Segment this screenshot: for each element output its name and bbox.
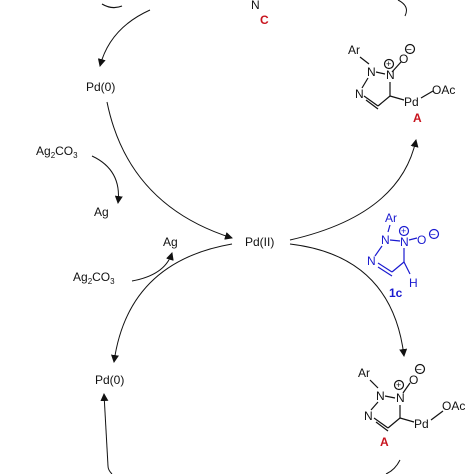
complex-a-bottom-n1: N (376, 389, 385, 403)
bond (374, 245, 383, 257)
pd0-bottom: Pd(0) (95, 373, 124, 387)
bond (361, 77, 369, 89)
bond (402, 382, 411, 394)
bond (375, 71, 386, 75)
complex-a-bottom-minus: − (416, 365, 422, 376)
complex-a-top-ar: Ar (348, 43, 360, 57)
bond (377, 262, 393, 273)
bond (408, 237, 418, 241)
bond (365, 99, 379, 110)
substrate-1c-n1: N (381, 233, 390, 247)
bond (391, 261, 405, 273)
bond (370, 401, 379, 411)
label-1c: 1c (389, 286, 403, 300)
bond (363, 95, 379, 107)
top-fragment-n: N (251, 0, 260, 12)
bond (359, 56, 370, 65)
arc-ag2co3-to-ag (91, 155, 123, 204)
bond (377, 95, 391, 107)
bond (387, 224, 391, 233)
substrate-1c-n2: N (400, 235, 409, 249)
pd2-center: Pd(II) (245, 235, 274, 249)
complex-a-top: Ar N + N O − N Pd OAc A (348, 43, 455, 125)
complex-a-top-pd: Pd (404, 95, 419, 109)
arc-bottom-complex-right (385, 459, 401, 474)
charge-ring (428, 228, 440, 240)
complex-a-bottom-o: O (409, 373, 418, 387)
label-a-top: A (413, 111, 422, 125)
bond (403, 261, 411, 275)
ag2co3-top: Ag2CO3 (36, 144, 78, 160)
bond (389, 239, 401, 242)
bond (375, 421, 389, 432)
pd0-top: Pd(0) (86, 80, 115, 94)
bond (387, 417, 401, 429)
bond (399, 417, 415, 423)
substrate-1c-minus: − (430, 230, 436, 241)
complex-a-top-minus: − (406, 45, 412, 56)
bond (377, 266, 393, 277)
complex-a-top-n1: N (367, 65, 376, 79)
charge-ring (398, 225, 410, 237)
label-c: C (260, 13, 269, 27)
arc-ag2co3-to-ag-mid (131, 252, 174, 282)
bond (420, 90, 434, 99)
complex-a-top-oac: OAc (432, 83, 455, 97)
complex-a-bottom-n2: N (396, 391, 405, 405)
substrate-1c-h: H (409, 276, 418, 290)
charge-ring (393, 379, 405, 391)
complex-a-top-o: O (399, 52, 408, 66)
substrate-1c-o: O (417, 233, 426, 247)
label-a-bottom: A (380, 435, 389, 449)
complex-a-bottom: Ar N + N O − N Pd OAc A (358, 363, 465, 449)
charge-ring (404, 43, 416, 55)
ag2co3-mid: Ag2CO3 (73, 270, 115, 286)
bond (384, 395, 396, 399)
charge-ring (383, 58, 395, 70)
bond (430, 410, 444, 421)
complex-a-top-n2: N (386, 68, 395, 82)
arc-pd2-to-pd0-bottom (111, 243, 233, 363)
arc-pd2-to-complex-a-bottom (289, 243, 408, 357)
substrate-1c-n3: N (367, 254, 376, 268)
substrate-1c: Ar N + N O − N H 1c (367, 211, 440, 300)
complex-a-bottom-ar: Ar (358, 366, 370, 380)
complex-a-bottom-oac: OAc (442, 399, 465, 413)
complex-a-bottom-n3: N (364, 409, 373, 423)
bond (389, 95, 405, 101)
bond (391, 61, 402, 73)
arc-top-to-pd0 (97, 9, 151, 67)
bond (373, 417, 389, 429)
ag-top: Ag (94, 205, 109, 219)
substrate-1c-ar: Ar (385, 211, 397, 225)
arc-bottom-pd0-down (100, 393, 109, 467)
complex-a-bottom-plus: + (396, 380, 401, 390)
substrate-1c-plus: + (401, 226, 406, 236)
complex-a-bottom-pd: Pd (414, 417, 429, 431)
complex-a-top-plus: + (386, 59, 391, 69)
bond (369, 379, 379, 389)
top-fragment-arc (101, 3, 123, 9)
complex-a-top-n3: N (355, 87, 364, 101)
arc-pd2-to-complex-a (289, 139, 419, 241)
arc-bottom-right (107, 465, 113, 474)
arc-pd0-to-pd2 (106, 101, 233, 240)
charge-ring (414, 363, 426, 375)
ag-mid: Ag (163, 235, 178, 249)
top-right-arc (397, 0, 407, 17)
